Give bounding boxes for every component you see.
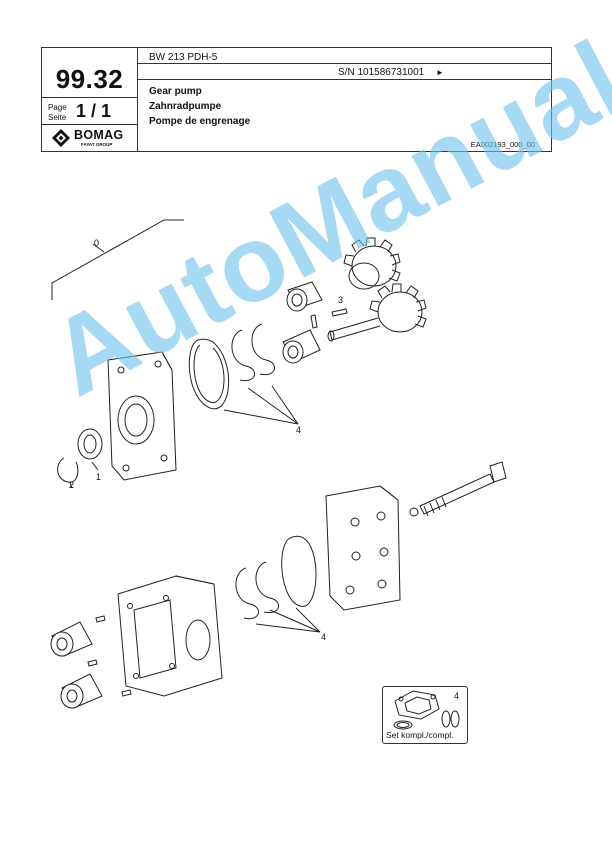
backup-ring (235, 567, 259, 620)
bolt (419, 461, 507, 517)
divider (42, 97, 137, 98)
divider (42, 124, 137, 125)
callout-4: 4 (296, 425, 302, 435)
backup-ring (251, 323, 275, 376)
pump-housing (117, 575, 223, 697)
bushing-lower (282, 329, 321, 364)
group-number: 99.32 (55, 64, 124, 94)
seal-kit-box: 4 Set kompl./compl. (382, 686, 468, 744)
circlip (57, 457, 79, 483)
leader-line (255, 609, 321, 633)
title-block: 99.32 Page Seite 1 / 1 BOMAG FAYAT GROUP… (41, 47, 552, 152)
gear-upper (343, 237, 401, 290)
divider (137, 63, 551, 64)
leader-line (295, 607, 321, 633)
dowel-pin (87, 659, 98, 667)
leader-line (69, 481, 73, 489)
title-german: Zahnradpumpe (149, 101, 222, 112)
washer (409, 507, 419, 517)
callout-1: 1 (96, 472, 102, 482)
page-number: 1 / 1 (76, 101, 112, 121)
bushing-rear-lower (60, 673, 103, 709)
callout-2: 2 (69, 480, 75, 490)
seal-oring-upper (188, 338, 230, 410)
shaft-seal (77, 428, 103, 460)
kit-label: Set kompl./compl. (386, 730, 454, 740)
backup-ring (255, 561, 279, 614)
rear-cover (325, 485, 401, 611)
backup-ring (231, 329, 255, 382)
divider (137, 48, 138, 152)
assembly-bracket (51, 219, 184, 300)
machine-model: BW 213 PDH-5 (149, 52, 218, 63)
title-english: Gear pump (149, 86, 202, 97)
bomag-diamond-icon (52, 129, 70, 147)
dowel-pin (121, 689, 132, 697)
title-french: Pompe de engrenage (149, 116, 251, 127)
seal-kit-icon (393, 690, 460, 730)
callout-4: 4 (321, 632, 327, 642)
page-label: Page Seite (48, 103, 67, 122)
gear-lower-shaft (327, 283, 427, 342)
divider (137, 79, 551, 80)
logo-subtitle: FAYAT GROUP (81, 142, 113, 147)
bushing-upper (286, 281, 323, 312)
leader-line (91, 461, 99, 471)
document-code: EA002193_000_00 (470, 140, 535, 149)
logo-wordmark: BOMAG (74, 128, 124, 142)
callout-3: 3 (338, 295, 344, 305)
leader-line (223, 387, 299, 425)
key (331, 308, 348, 317)
callout-0: 0 (94, 238, 100, 248)
bushing-rear-upper (50, 621, 93, 657)
kit-callout-4: 4 (454, 691, 460, 701)
dowel-pin (95, 615, 106, 623)
leader-line (271, 385, 299, 425)
front-cover (107, 351, 177, 481)
serial-arrow-icon: ► (436, 68, 444, 77)
dowel-pin (310, 314, 318, 329)
bomag-logo: BOMAG FAYAT GROUP (50, 127, 132, 149)
serial-number: S/N 101586731001 (338, 67, 425, 78)
seal-oring-lower (281, 535, 317, 607)
exploded-view-drawing (50, 219, 507, 709)
